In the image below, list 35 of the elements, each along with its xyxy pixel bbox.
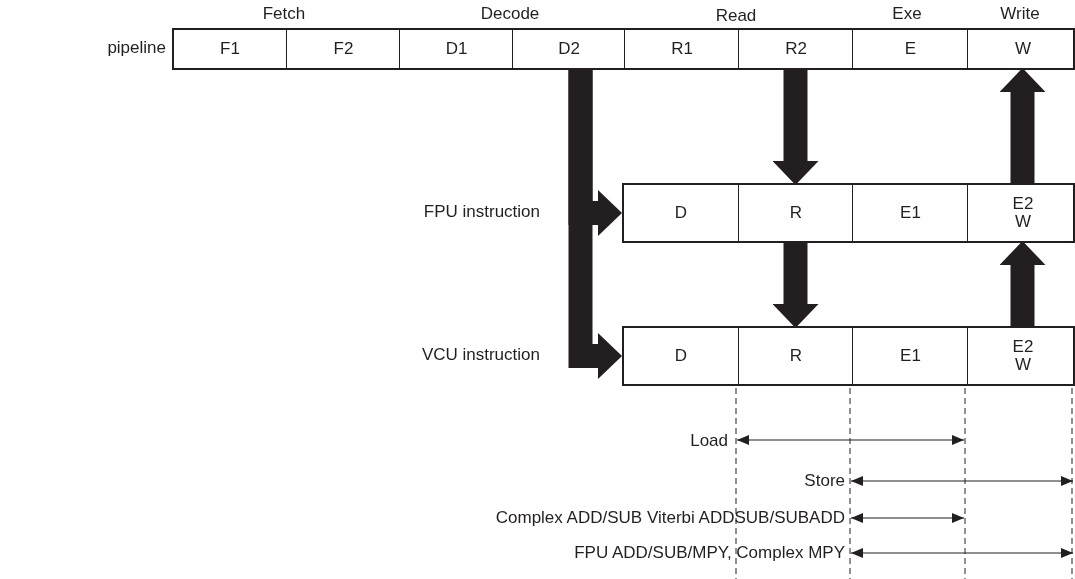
stage-cell: F1 [174,30,286,68]
stage-heading: Decode [480,4,540,24]
row-label: FPU instruction [423,202,540,222]
stage-cell: E1 [852,185,968,241]
stage-cell: D1 [399,30,513,68]
arrow [568,68,622,379]
stage-heading: Read [715,6,757,26]
stage-label: W [1014,213,1031,231]
stage-cell: W [967,30,1075,68]
dimension-label: Store [804,471,845,491]
stage-cell: E [852,30,968,68]
dimension-label: Complex ADD/SUB Viterbi ADDSUB/SUBADD [495,508,845,528]
stage-label: W [1014,356,1031,374]
arrow [999,241,1046,328]
stage-heading: Fetch [262,4,306,24]
arrow [772,241,819,328]
stage-label: E2 [1012,195,1034,213]
stage-cell: E1 [852,328,968,384]
stage-cell: R2 [738,30,853,68]
stage-heading: Exe [892,4,922,24]
row-label: VCU instruction [421,345,540,365]
row-label: pipeline [107,38,166,58]
arrow [999,68,1046,185]
stage-label: E2 [1012,338,1034,356]
arrow [772,68,819,185]
dimension-label: Load [690,431,728,451]
stage-cell: R [738,185,853,241]
stage-heading: Write [1000,4,1040,24]
stage-cell: F2 [286,30,400,68]
stage-cell: R [738,328,853,384]
stage-cell: D [624,185,738,241]
stage-cell: R1 [624,30,739,68]
stage-cell: D2 [512,30,625,68]
stage-cell: D [624,328,738,384]
dimension-label: FPU ADD/SUB/MPY, Complex MPY [574,543,845,563]
